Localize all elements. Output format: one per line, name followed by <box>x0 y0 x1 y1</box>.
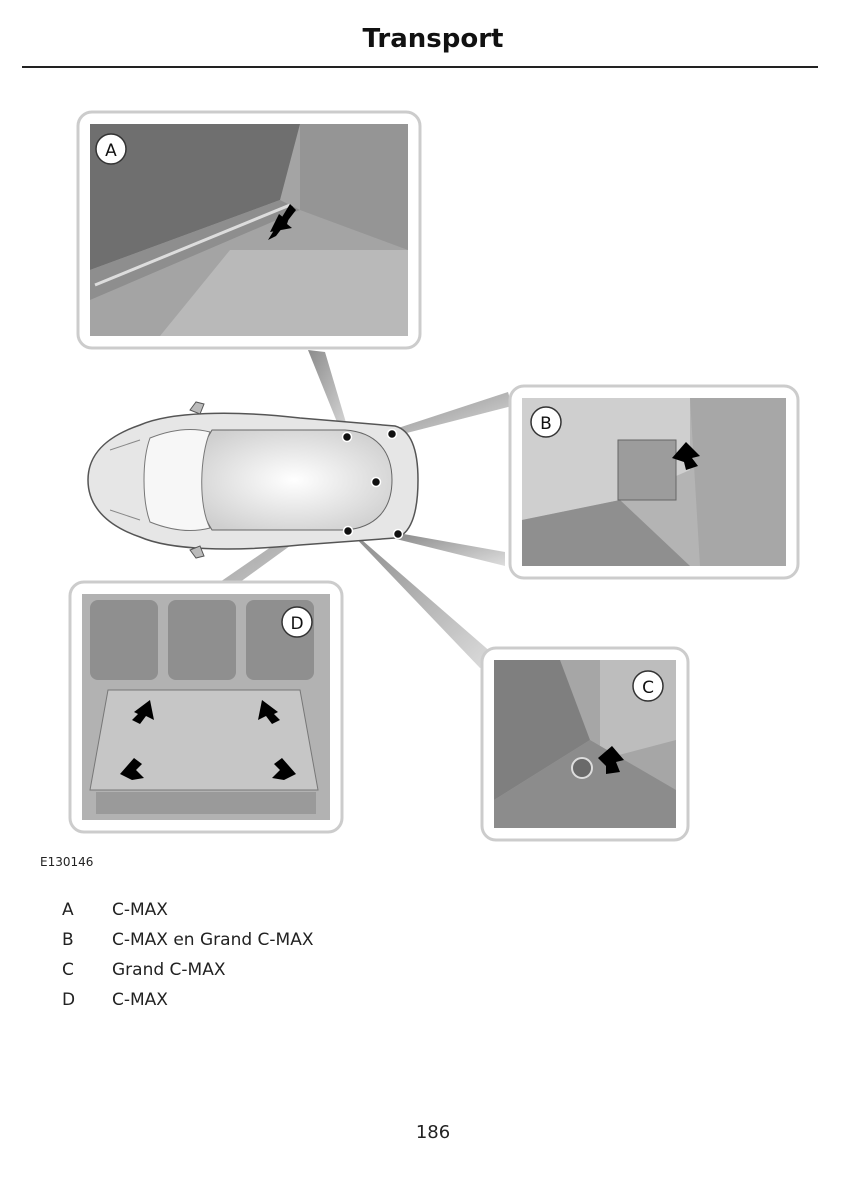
svg-text:D: D <box>290 614 303 634</box>
legend-text: Grand C-MAX <box>112 960 226 980</box>
svg-text:B: B <box>540 414 552 434</box>
title-divider <box>22 66 818 68</box>
svg-text:A: A <box>105 141 117 161</box>
legend-letter: D <box>62 990 76 1010</box>
car-top-view <box>87 401 419 559</box>
page-title: Transport <box>362 24 504 54</box>
legend-letter: C <box>62 960 74 980</box>
svg-text:C: C <box>642 678 654 698</box>
image-reference-code: E130146 <box>40 855 94 869</box>
legend-letter: B <box>62 930 74 950</box>
inset-c: C <box>480 646 690 842</box>
legend-text: C-MAX <box>112 990 168 1010</box>
inset-b: B <box>508 384 800 580</box>
legend-text: C-MAX en Grand C-MAX <box>112 930 314 950</box>
inset-d: D <box>68 580 344 834</box>
legend-letter: A <box>62 900 74 920</box>
page-number: 186 <box>415 1122 451 1143</box>
inset-a: A <box>76 110 422 350</box>
legend-text: C-MAX <box>112 900 168 920</box>
